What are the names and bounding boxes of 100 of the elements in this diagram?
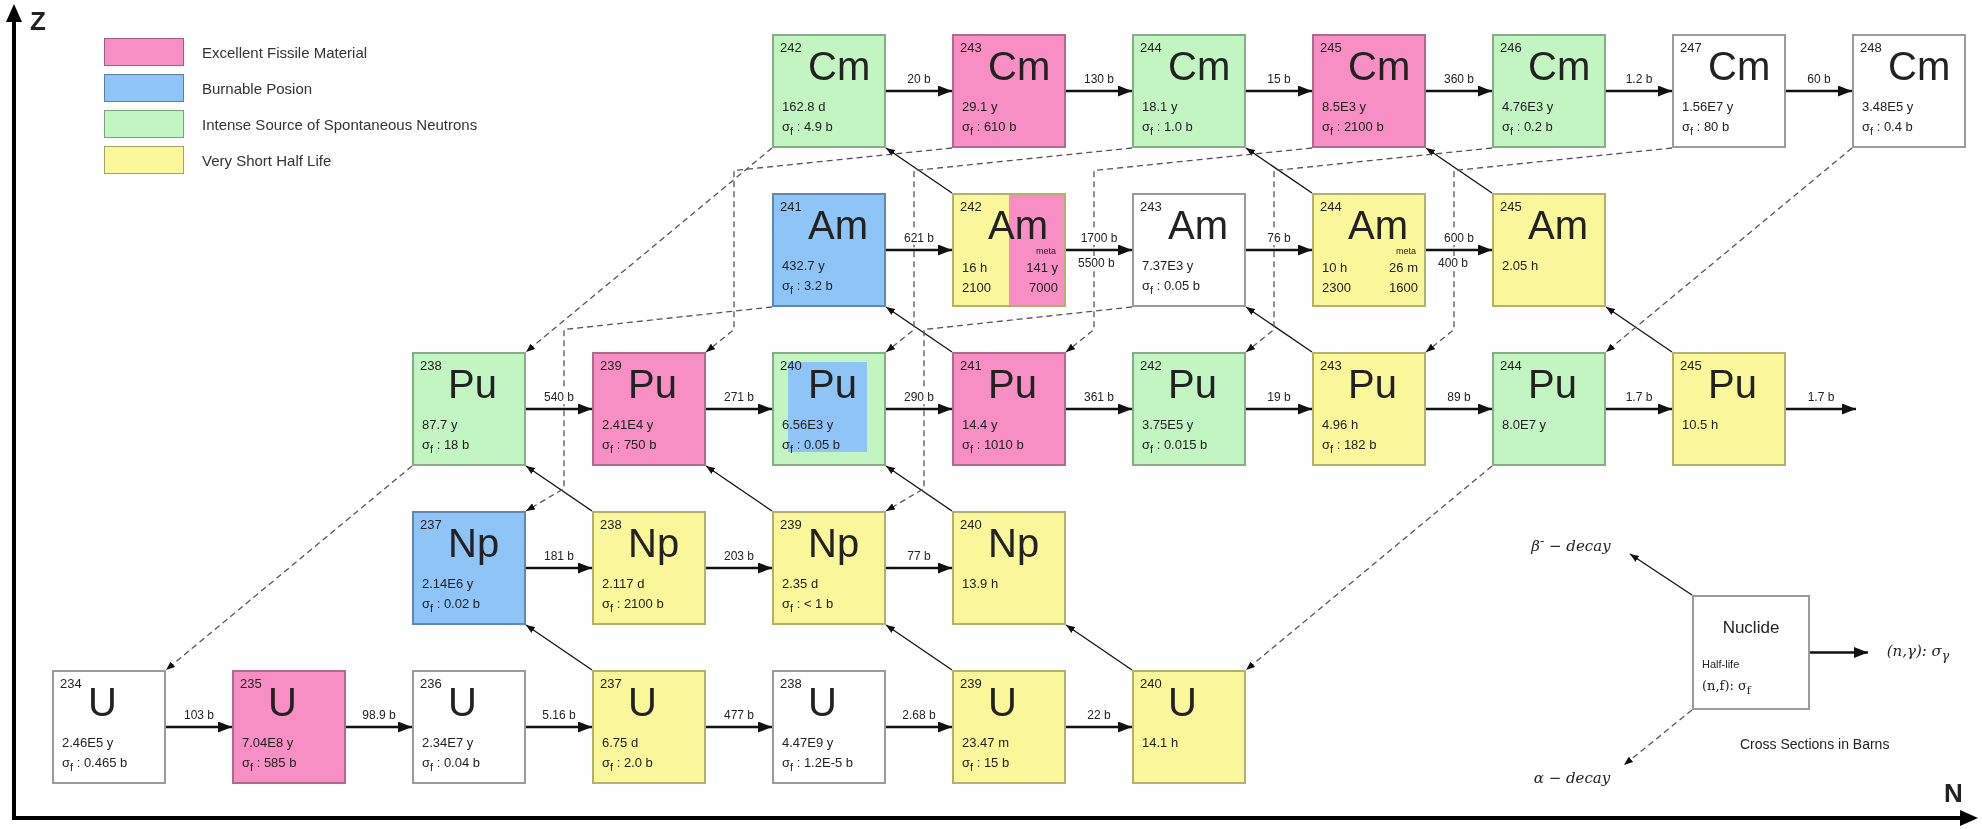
edge-label: 1.7 b <box>1805 390 1837 404</box>
mass-number: 245 <box>1680 359 1702 372</box>
arrow <box>885 306 953 353</box>
element-symbol: U <box>268 682 297 722</box>
mass-number: 235 <box>240 677 262 690</box>
dashed-arrow <box>705 147 953 353</box>
cross-section-value: 400 b <box>1438 256 1469 270</box>
half-life: 3.48E5 y <box>1862 100 1914 113</box>
nuclide-box <box>1672 352 1786 466</box>
arrow <box>1066 403 1132 415</box>
nuclide-box <box>1672 34 1786 148</box>
element-symbol: Pu <box>1348 364 1397 404</box>
nuclide-box <box>412 511 526 625</box>
nuclide-box <box>412 352 526 466</box>
edge-label: 621 b <box>902 231 936 245</box>
decay-label: α − decay <box>1520 765 1624 791</box>
edge-label: 103 b <box>182 708 216 722</box>
half-life: 10 h <box>1322 261 1348 274</box>
mass-number: 244 <box>1320 200 1342 213</box>
half-life: 18.1 y <box>1142 100 1178 113</box>
half-life: 7.37E3 y <box>1142 259 1194 272</box>
arrow <box>1606 85 1672 97</box>
fission-cross-section: σ$_{f}$ : 3.2 b <box>782 279 833 296</box>
element-symbol: Pu <box>448 364 497 404</box>
cross-section: 2300 <box>1322 281 1351 294</box>
half-life: 6.56E3 y <box>782 418 834 431</box>
element-symbol: Np <box>448 523 500 563</box>
mass-number: 237 <box>600 677 622 690</box>
edge-label: 130 b <box>1082 72 1116 86</box>
fission-cross-section: σ$_{f}$ : 2100 b <box>1322 120 1384 137</box>
half-life: 3.75E5 y <box>1142 418 1194 431</box>
arrow <box>885 465 953 512</box>
half-life: 8.0E7 y <box>1502 418 1547 431</box>
nuclide-box <box>232 670 346 784</box>
element-symbol: Cm <box>1708 46 1771 86</box>
fission-cross-section: σ$_{f}$ : 2100 b <box>602 597 664 614</box>
mass-number: 243 <box>1320 359 1342 372</box>
mass-number: 242 <box>1140 359 1162 372</box>
nuclide-box <box>1852 34 1966 148</box>
element-symbol: U <box>808 682 837 722</box>
fission-cross-section: (n,f): σ$_{f}$ <box>1702 679 1751 697</box>
mass-number: 248 <box>1860 41 1882 54</box>
nuclide-box <box>952 193 1066 307</box>
arrow <box>1066 721 1132 733</box>
edge-label: 5.16 b <box>540 708 578 722</box>
fission-cross-section: σ$_{f}$ : 0.04 b <box>422 756 481 773</box>
edge-label: 19 b <box>1265 390 1293 404</box>
half-life: 162.8 d <box>782 100 826 113</box>
legend-label: Burnable Posion <box>202 79 313 97</box>
fission-cross-section: σ$_{f}$ : < 1 b <box>782 597 834 614</box>
edge-label: 1.2 b <box>1623 72 1655 86</box>
mass-number: 245 <box>1320 41 1342 54</box>
arrow <box>886 244 952 256</box>
half-life: 13.9 h <box>962 577 999 590</box>
arrow <box>1065 624 1133 671</box>
mass-number: 240 <box>780 359 802 372</box>
arrow <box>705 465 773 512</box>
mass-number: 244 <box>1140 41 1162 54</box>
arrow <box>1786 403 1856 415</box>
mass-number: 240 <box>1140 677 1162 690</box>
element-symbol: Am <box>1528 205 1588 245</box>
dashed-arrow <box>165 465 413 671</box>
fission-cross-section: σ$_{f}$ : 0.4 b <box>1862 120 1913 137</box>
edge-label: 15 b <box>1265 72 1293 86</box>
half-life: 10.5 h <box>1682 418 1719 431</box>
dashed-arrow <box>525 306 773 512</box>
half-life: 141 y <box>1026 261 1058 274</box>
mass-number: 241 <box>960 359 982 372</box>
arrow <box>1606 403 1672 415</box>
dashed-arrow <box>1245 147 1493 353</box>
nuclide-box <box>1312 34 1426 148</box>
mass-number: 247 <box>1680 41 1702 54</box>
arrow <box>1066 244 1132 256</box>
fission-cross-section: σ$_{f}$ : 610 b <box>962 120 1017 137</box>
dashed-arrow <box>1065 147 1313 353</box>
mass-number: 243 <box>1140 200 1162 213</box>
mass-number: 239 <box>780 518 802 531</box>
element-symbol: Cm <box>808 46 871 86</box>
fission-cross-section: σ$_{f}$ : 1010 b <box>962 438 1024 455</box>
mass-number: 242 <box>960 200 982 213</box>
element-symbol: Pu <box>808 364 857 404</box>
nuclide-box <box>772 34 886 148</box>
mass-number: 242 <box>780 41 802 54</box>
nuclide-box <box>1132 34 1246 148</box>
nuclide-box <box>592 511 706 625</box>
half-life: 2.05 h <box>1502 259 1539 272</box>
fission-cross-section: σ$_{f}$ : 585 b <box>242 756 297 773</box>
mass-number: 238 <box>780 677 802 690</box>
element-symbol: Pu <box>1168 364 1217 404</box>
nuclide-box <box>952 34 1066 148</box>
mass-number: 238 <box>420 359 442 372</box>
mass-number: 245 <box>1500 200 1522 213</box>
legend-label: Excellent Fissile Material <box>202 43 368 61</box>
nuclide-box <box>412 670 526 784</box>
nuclide-box <box>1132 670 1246 784</box>
arrow <box>1629 553 1693 596</box>
arrow <box>886 85 952 97</box>
mass-number: 236 <box>420 677 442 690</box>
legend-label: Intense Source of Spontaneous Neutrons <box>202 115 478 133</box>
dashed-arrow <box>1245 465 1493 671</box>
